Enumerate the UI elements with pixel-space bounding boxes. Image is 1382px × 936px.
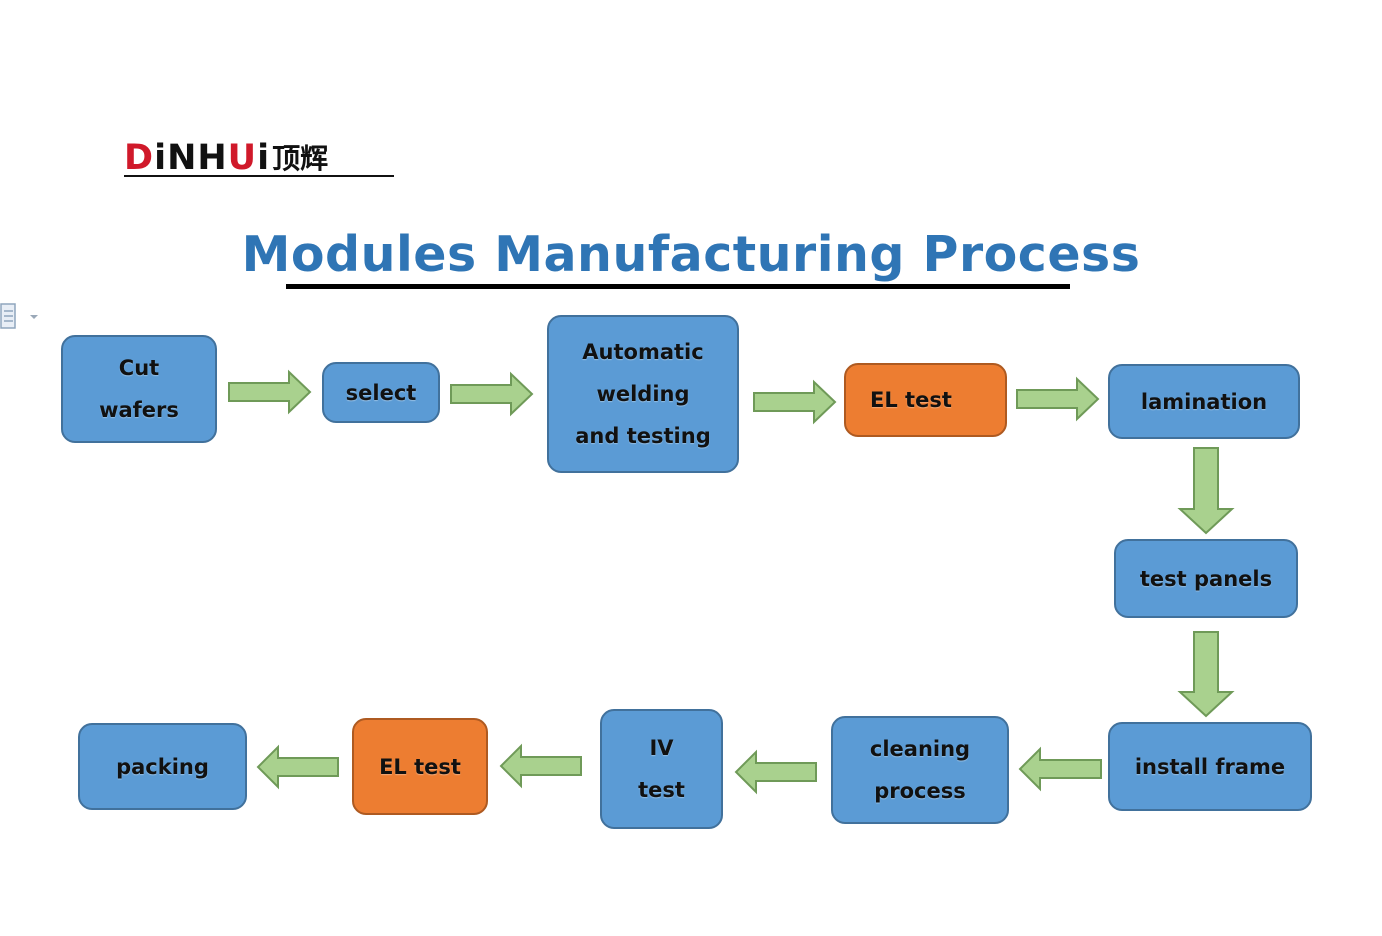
arrow-down-icon (1177, 447, 1235, 535)
step-el-test-1: EL test (844, 363, 1007, 437)
title-underline (286, 284, 1070, 289)
diagram-title: Modules Manufacturing Process (241, 226, 1141, 283)
logo-brand-text: DiNHUi (124, 138, 271, 178)
arrow-left-icon (499, 743, 582, 789)
arrow-right-icon (228, 369, 312, 415)
step-install-frame: install frame (1108, 722, 1312, 811)
step-cut-wafers: Cut wafers (61, 335, 217, 443)
step-select: select (322, 362, 440, 423)
arrow-left-icon (256, 744, 339, 790)
arrow-left-icon (1018, 746, 1102, 792)
step-cleaning-process: cleaning process (831, 716, 1009, 824)
arrow-right-icon (450, 371, 534, 417)
step-automatic-welding-testing: Automatic welding and testing (547, 315, 739, 473)
arrow-right-icon (753, 379, 837, 425)
step-packing: packing (78, 723, 247, 810)
step-el-test-2: EL test (352, 718, 488, 815)
step-lamination: lamination (1108, 364, 1300, 439)
dinhui-logo: DiNHUi 顶辉 (124, 134, 328, 178)
logo-brand-cn: 顶辉 (272, 142, 329, 175)
step-test-panels: test panels (1114, 539, 1298, 618)
arrow-left-icon (734, 749, 817, 795)
logo-underline (124, 175, 394, 177)
step-iv-test: IV test (600, 709, 723, 829)
document-icon[interactable] (0, 302, 17, 330)
arrow-down-icon (1177, 631, 1235, 718)
chevron-down-icon[interactable] (30, 315, 38, 319)
arrow-right-icon (1016, 376, 1100, 422)
